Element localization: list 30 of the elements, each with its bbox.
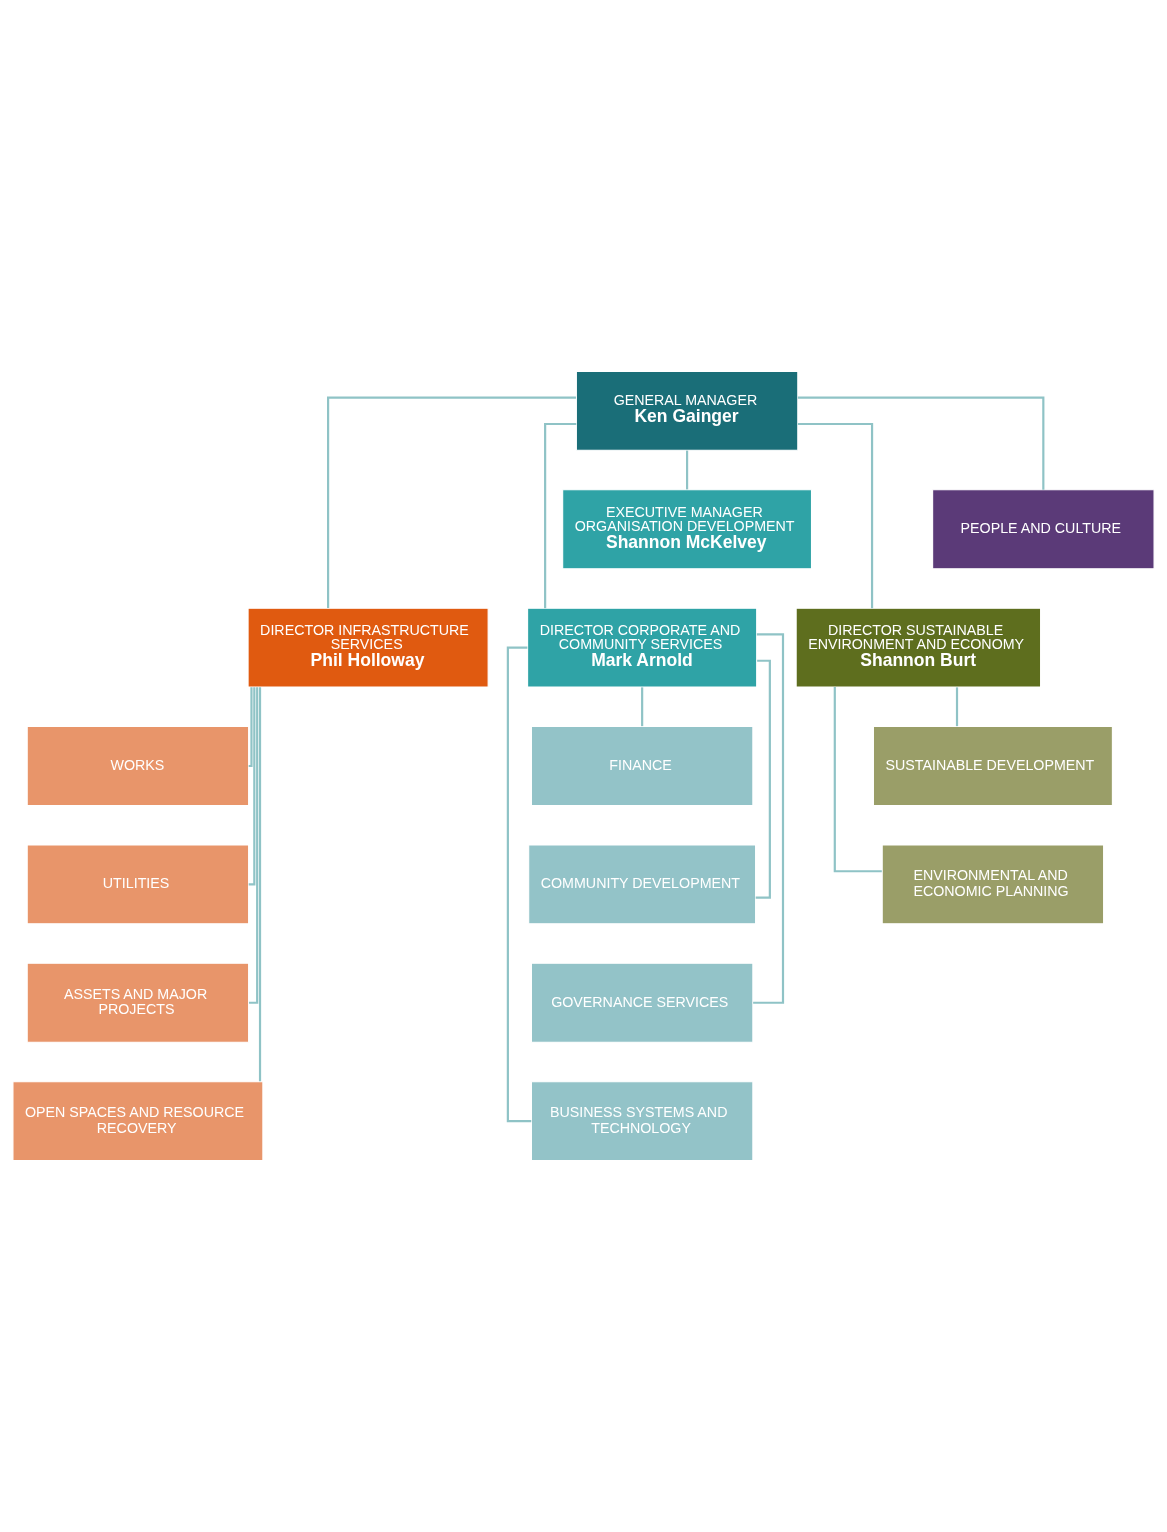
- connector: [755, 659, 771, 899]
- connector: [797, 396, 1045, 490]
- node-box: ASSETS AND MAJOR PROJECTS: [26, 962, 250, 1043]
- connector: [641, 687, 644, 727]
- node-box: GENERAL MANAGER Ken Gainger: [575, 370, 799, 451]
- node-box: DIRECTOR CORPORATE AND COMMUNITY SERVICES Mark Arnold: [527, 607, 758, 688]
- node-box: DIRECTOR INFRASTRUCTURE SERVICES Phil Holloway: [247, 607, 489, 688]
- connector: [686, 450, 689, 490]
- connector: [797, 422, 874, 609]
- node-box: WORKS: [26, 726, 250, 806]
- node-box: SUSTAINABLE DEVELOPMENT: [872, 726, 1113, 806]
- connector: [248, 687, 253, 768]
- connector: [248, 687, 256, 886]
- node-box: UTILITIES: [26, 844, 250, 925]
- node-box: FINANCE: [530, 726, 754, 806]
- connector: [249, 687, 259, 1004]
- connector: [753, 633, 785, 1004]
- connector: [258, 687, 262, 1082]
- node-box: DIRECTOR SUSTAINABLE ENVIRONMENT AND ECONOMY Shannon Burt: [795, 607, 1042, 688]
- node-box: GOVERNANCE SERVICES: [530, 962, 754, 1043]
- connector: [955, 687, 959, 727]
- node-box: EXECUTIVE MANAGER ORGANISATION DEVELOPMENT Shannon McKelvey: [562, 489, 813, 570]
- connector: [327, 396, 576, 608]
- node-box: OPEN SPACES AND RESOURCE RECOVERY: [12, 1081, 264, 1162]
- node-box: PEOPLE AND CULTURE: [932, 489, 1155, 570]
- node-box: COMMUNITY DEVELOPMENT: [528, 844, 757, 925]
- node-box: BUSINESS SYSTEMS AND TECHNOLOGY: [530, 1081, 754, 1162]
- connector: [544, 422, 577, 609]
- node-box: ENVIRONMENTAL AND ECONOMIC PLANNING: [881, 844, 1105, 925]
- connector: [833, 687, 882, 873]
